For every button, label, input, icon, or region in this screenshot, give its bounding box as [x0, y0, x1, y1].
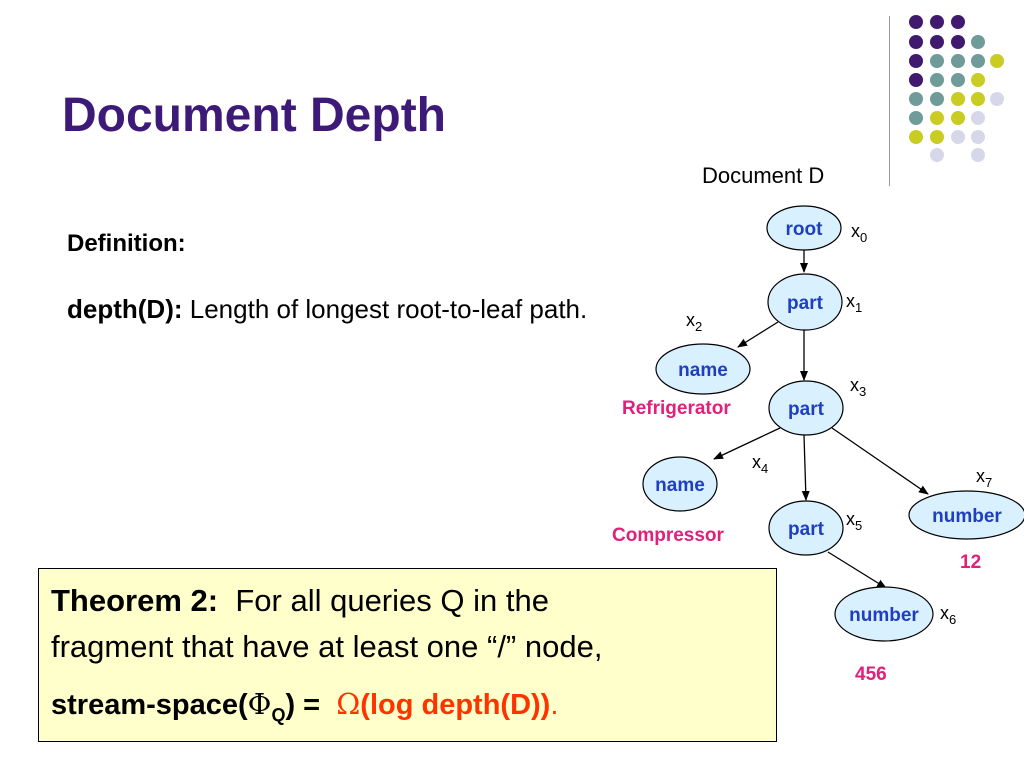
- formula-rhs: (log depth(D)): [360, 689, 551, 721]
- formula-period: .: [550, 689, 559, 721]
- value-label-x4: Compressor: [612, 525, 725, 546]
- tree-node-x6: number: [834, 586, 934, 642]
- formula-lhs-prefix: stream-space(: [51, 689, 248, 721]
- divider-line: [889, 16, 890, 186]
- theorem-box: Theorem 2: For all queries Q in the frag…: [38, 568, 777, 742]
- tree-edges: [713, 250, 929, 589]
- edge-x3-x7: [831, 427, 929, 495]
- tree-node-x2: name: [655, 343, 751, 395]
- document-label: Document D: [702, 163, 825, 188]
- node-label-x2: name: [678, 360, 728, 381]
- theorem-text-1: For all queries Q in the: [235, 583, 549, 618]
- leaf-values: Refrigerator Compressor 456 12: [612, 398, 981, 685]
- var-label-x2: x2: [686, 310, 702, 334]
- node-label-x0: root: [786, 219, 824, 240]
- slide-title: Document Depth: [62, 89, 446, 142]
- formula-lhs-suffix: ) =: [285, 689, 321, 721]
- edge-x3-x4: [713, 427, 781, 460]
- var-label-x5: x5: [846, 509, 862, 533]
- node-label-x6: number: [849, 605, 919, 626]
- node-label-x5: part: [788, 519, 825, 540]
- tree-node-x5: part: [768, 500, 844, 556]
- tree-node-x7: number: [908, 490, 1024, 540]
- decorative-dot-grid: [909, 15, 1004, 162]
- definition-text: Length of longest root-to-leaf path.: [189, 294, 588, 324]
- omega-symbol: Ω: [336, 687, 361, 721]
- var-label-x1: x1: [846, 291, 862, 315]
- var-label-x0: x0: [851, 221, 867, 245]
- tree-node-x1: part: [767, 273, 843, 331]
- node-label-x7: number: [932, 506, 1002, 527]
- value-label-x6: 456: [855, 664, 887, 685]
- theorem-line-2: fragment that have at least one “/” node…: [51, 629, 603, 664]
- definition-heading: Definition:: [67, 230, 186, 257]
- tree-node-x4: name: [642, 456, 718, 512]
- phi-symbol: Φ: [247, 687, 272, 721]
- definition-body: depth(D): Length of longest root-to-leaf…: [67, 290, 627, 328]
- definition-term: depth(D):: [67, 294, 183, 324]
- value-label-x2: Refrigerator: [622, 398, 731, 419]
- var-label-x4: x4: [752, 452, 768, 476]
- tree-node-x0: root: [766, 205, 842, 251]
- node-label-x4: name: [655, 475, 705, 496]
- theorem-label: Theorem 2:: [51, 583, 219, 618]
- var-label-x7: x7: [976, 466, 992, 490]
- theorem-formula: stream-space(ΦQ) = Ω(log depth(D)).: [51, 687, 558, 726]
- edge-x1-x2: [737, 321, 779, 348]
- edge-x3-x5: [801, 434, 810, 501]
- value-label-x7: 12: [960, 552, 981, 573]
- tree-node-x3: part: [768, 380, 844, 436]
- variable-labels: x0 x1 x2 x3 x4 x5 x6 x7: [686, 221, 992, 627]
- node-label-x3: part: [788, 399, 825, 420]
- theorem-line-1: Theorem 2: For all queries Q in the: [51, 583, 549, 619]
- phi-subscript: Q: [271, 704, 286, 725]
- var-label-x6: x6: [940, 603, 956, 627]
- tree-nodes: root part name part name part number nu: [642, 205, 1024, 642]
- node-label-x1: part: [787, 293, 824, 314]
- var-label-x3: x3: [850, 375, 866, 399]
- edge-x5-x6: [827, 551, 887, 589]
